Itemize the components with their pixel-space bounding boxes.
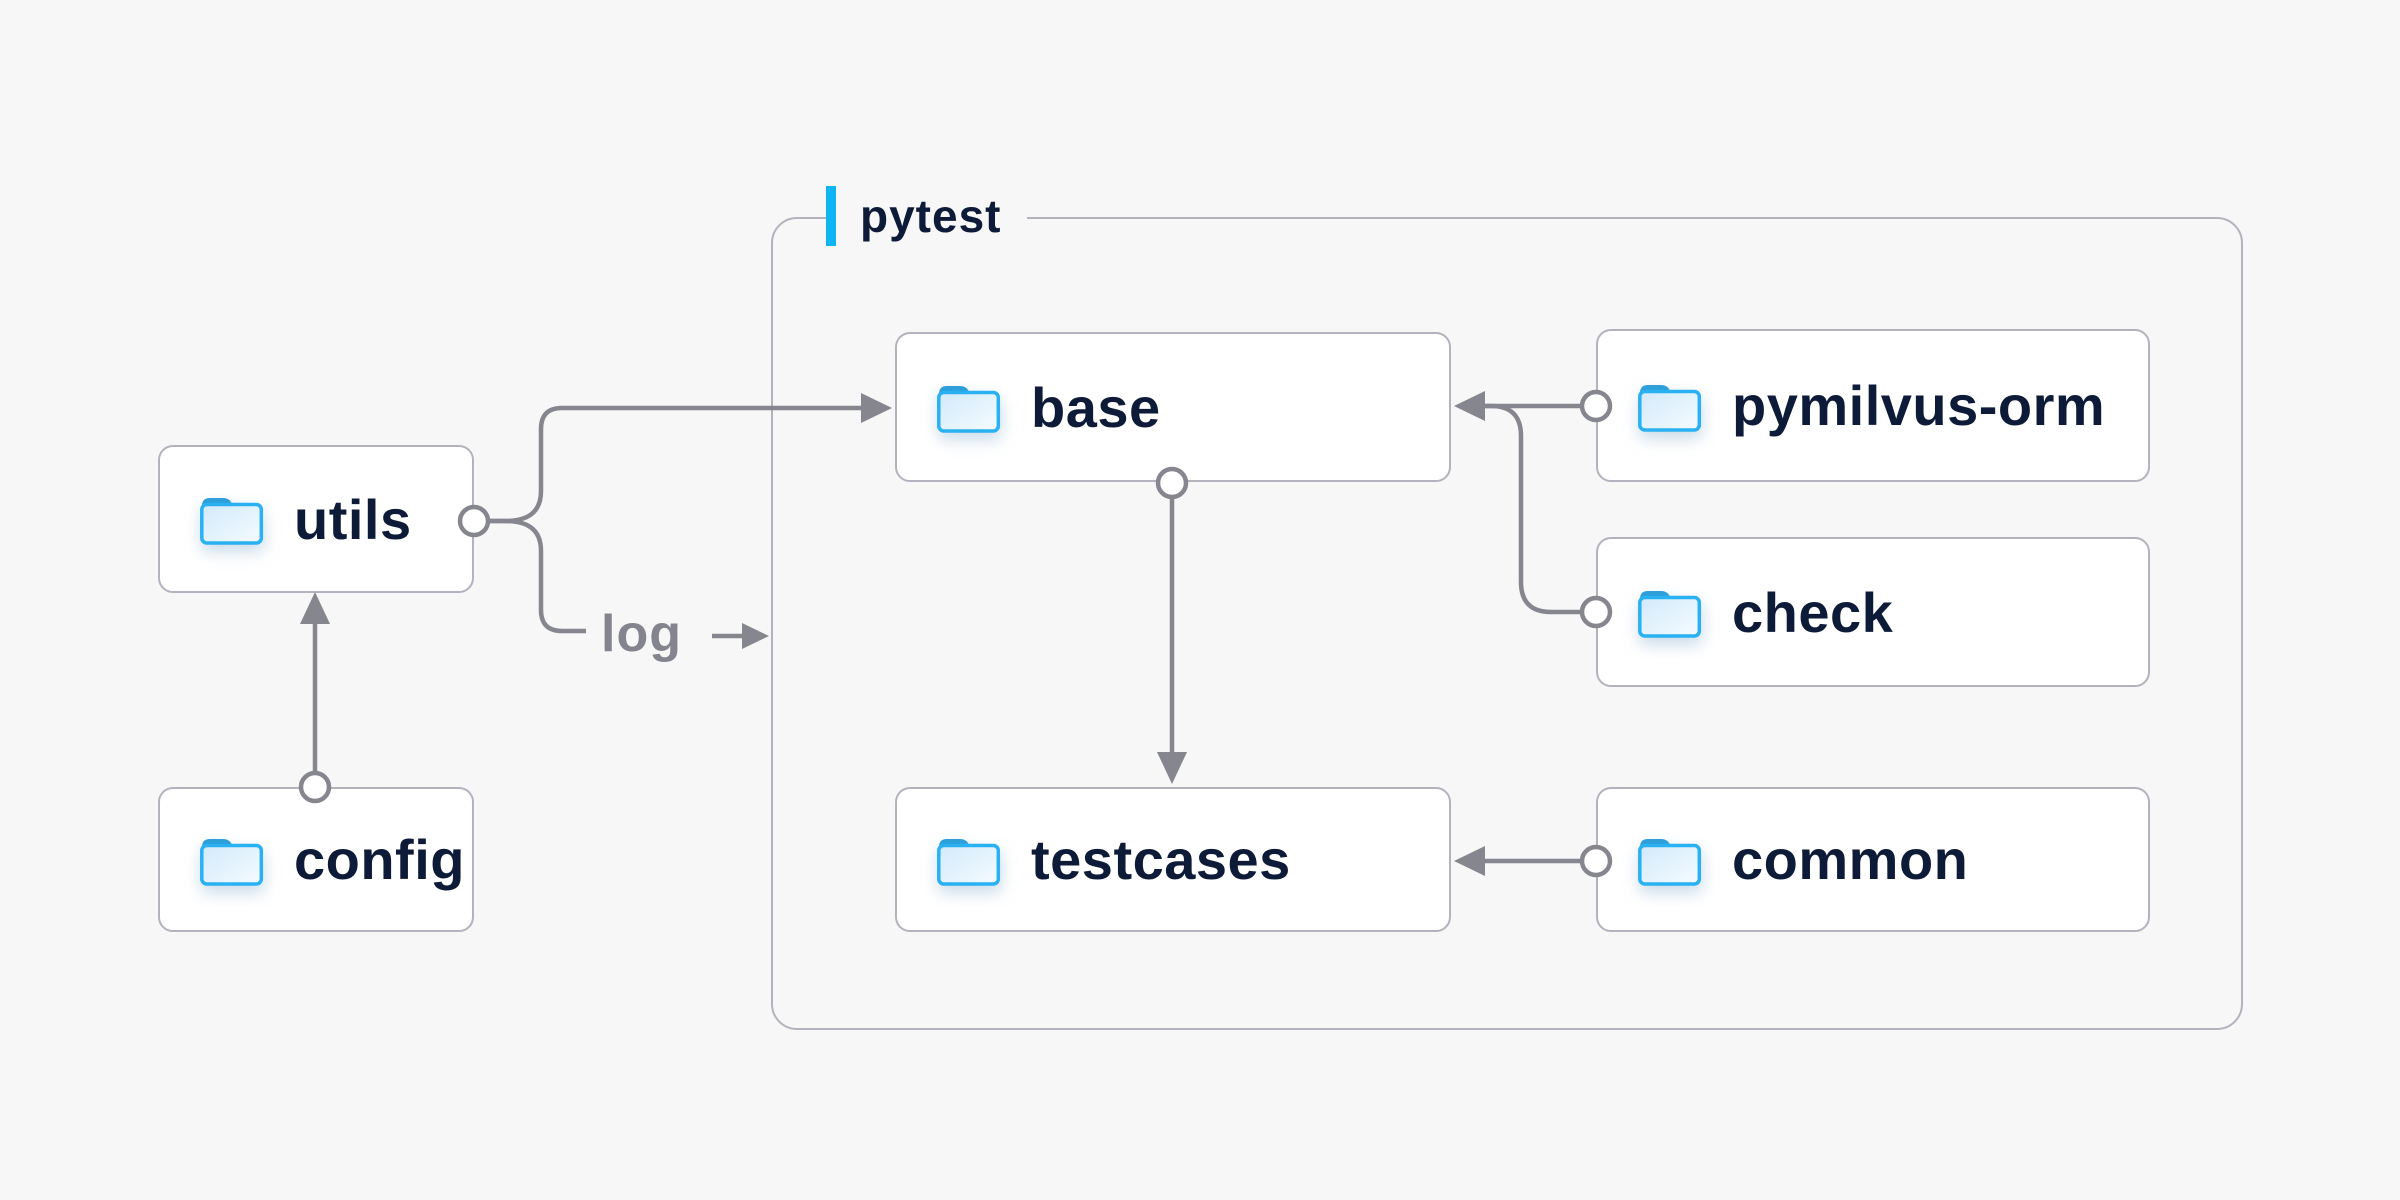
node-config-label: config [294, 828, 465, 891]
group-pytest [771, 217, 2243, 1030]
node-config: config [158, 787, 474, 932]
folder-icon [937, 384, 1001, 433]
node-testcases-label: testcases [1031, 828, 1291, 891]
group-pytest-label: pytest [826, 186, 1028, 246]
folder-icon [937, 836, 1001, 886]
node-utils: utils [158, 445, 474, 593]
node-check: check [1596, 537, 2150, 687]
node-base-label: base [1031, 375, 1161, 439]
node-pymilvus-orm-label: pymilvus-orm [1732, 374, 2106, 437]
node-common-label: common [1732, 828, 1969, 891]
folder-icon [200, 836, 264, 886]
accent-bar [826, 186, 836, 246]
edge-utils-to-log [489, 518, 586, 634]
node-utils-label: utils [294, 487, 412, 551]
node-common: common [1596, 787, 2150, 932]
node-testcases: testcases [895, 787, 1451, 932]
node-pymilvus-orm: pymilvus-orm [1596, 329, 2150, 482]
group-title: pytest [860, 190, 1002, 242]
folder-icon [200, 496, 264, 545]
node-check-label: check [1732, 580, 1894, 644]
folder-icon [1638, 589, 1702, 638]
arrowhead-log [742, 623, 769, 649]
folder-icon [1638, 382, 1702, 432]
arrowhead-into-utils [300, 592, 330, 624]
edge-log-label: log [601, 605, 682, 663]
node-base: base [895, 332, 1451, 482]
folder-icon [1638, 836, 1702, 886]
